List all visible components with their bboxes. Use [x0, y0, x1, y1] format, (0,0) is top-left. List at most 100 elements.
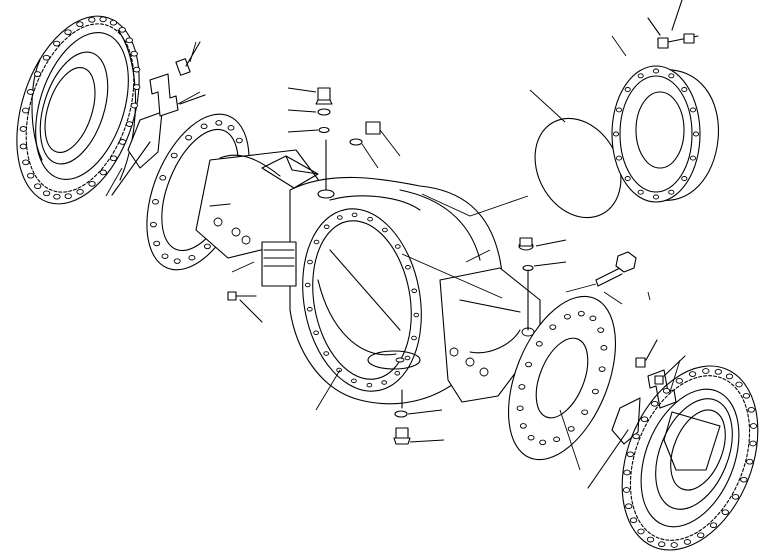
stud	[518, 237, 623, 331]
flange-bolt-hole	[597, 327, 605, 333]
hub-bolt-hole	[26, 89, 35, 95]
hub-bolt-hole	[99, 16, 107, 23]
flange-bolt-hole	[598, 366, 606, 372]
flange-bolt-hole	[577, 310, 585, 317]
flange-bolt-hole	[159, 175, 167, 181]
hub-bolt-hole	[99, 169, 107, 176]
ring-bolt	[323, 351, 330, 356]
hub-bolt-hole	[53, 40, 61, 47]
shims	[111, 111, 641, 489]
cover-bolt-hole	[615, 107, 623, 113]
hub-bolt-hole	[646, 536, 655, 543]
hub-bolt-hole	[109, 155, 118, 162]
cover-bolt-hole	[652, 68, 660, 74]
ring-bolt	[313, 239, 320, 245]
leader-lines	[105, 91, 681, 471]
flange-bolt-hole	[563, 313, 571, 320]
hub-bolt-hole	[632, 433, 640, 440]
hub-bolt-hole	[88, 180, 96, 187]
flange-bolt-hole	[173, 258, 181, 264]
hub-bolt-hole	[133, 84, 141, 90]
hub-bolt-hole	[670, 542, 678, 548]
hub-bolt-hole	[702, 368, 710, 374]
ring-bolt	[405, 265, 411, 270]
hub-bolt-hole	[19, 126, 27, 132]
breather-plug	[189, 41, 401, 169]
hub-bolt-hole	[64, 29, 72, 36]
flange-bolt-hole	[589, 315, 597, 322]
hub-bolt-hole	[118, 26, 126, 33]
hub-bolt-hole	[76, 188, 84, 195]
hub-bolt-hole	[125, 121, 134, 127]
cover-bolt-hole	[652, 194, 660, 200]
flange-bolt-hole	[518, 384, 526, 390]
flange-bolt-hole	[527, 434, 535, 441]
hub-bolt-hole	[42, 190, 51, 197]
hub-bolt-hole	[133, 66, 141, 73]
flange-bolt-hole	[149, 221, 157, 228]
flange-bolt-hole	[539, 439, 547, 446]
hub-bolt-hole	[623, 469, 631, 476]
hub-bolt-hole	[742, 392, 751, 399]
hub-bolt-hole	[683, 539, 692, 545]
hub-bolt-hole	[629, 517, 638, 524]
ring-bolt	[336, 215, 343, 220]
hub-bolt-hole	[658, 541, 666, 548]
flange-bolt-hole	[200, 123, 208, 130]
hub-bolt-hole	[749, 440, 757, 447]
flange-bolt-hole	[549, 324, 557, 330]
hub-bolt-hole	[747, 406, 755, 413]
cover-bolt-hole	[681, 87, 688, 92]
flange-bolt-hole	[581, 409, 589, 415]
ring-bolt	[351, 212, 358, 218]
cover-bolt-hole	[689, 107, 697, 113]
flange-bolt-hole	[516, 405, 524, 411]
cover-bolt-hole	[615, 155, 623, 161]
hub-bolt-hole	[651, 400, 659, 407]
hub-bolt-hole	[27, 172, 35, 179]
hub-bolt-hole	[662, 387, 671, 394]
flange-bolt-hole	[152, 199, 159, 205]
cover-bolt-hole	[681, 176, 688, 181]
flange-bolt-hole	[185, 134, 193, 141]
hub-bolt-hole	[714, 368, 722, 375]
hub-bolt-hole	[42, 54, 51, 61]
ring-bolt	[394, 244, 401, 249]
ring-bolt	[307, 259, 313, 265]
ring-bolt	[404, 355, 411, 361]
hub-bolt-hole	[688, 371, 697, 377]
hub-bolt-hole	[637, 528, 645, 535]
hub-bolt-hole	[749, 423, 758, 429]
flange-bolt-hole	[600, 345, 608, 351]
ring-bolt	[382, 227, 388, 233]
ring-bolt	[313, 330, 319, 335]
ring-bolt	[394, 370, 401, 376]
ring-bolt	[381, 380, 388, 385]
differential-carrier-cover	[611, 35, 720, 203]
hub-bolt-hole	[622, 487, 631, 493]
hub-bolt-hole	[125, 37, 133, 44]
ring-bolt	[413, 312, 420, 318]
hub-bolt-hole	[64, 193, 72, 200]
hub-bolt-hole	[721, 509, 729, 516]
flange-bolt-hole	[161, 253, 169, 259]
hub-bolt-hole	[731, 493, 740, 500]
flange-bolt-hole	[203, 243, 211, 250]
hub-bolt-hole	[88, 16, 96, 23]
hub-bolt-hole	[22, 107, 30, 114]
hub-bolt-hole	[625, 503, 633, 510]
cover-bolt-hole	[637, 189, 644, 195]
hub-bolt-hole	[735, 381, 743, 388]
nut	[615, 251, 651, 301]
cover-bolt-hole	[624, 176, 631, 181]
flange-bolt-hole	[567, 426, 575, 432]
hub-bolt-hole	[76, 21, 84, 28]
flange-bolt-hole	[535, 341, 543, 347]
ring-bolt	[304, 282, 311, 288]
hub-bolt-hole	[19, 143, 27, 150]
right-wheel-hub-with-brake	[621, 365, 759, 551]
hub-bolt-hole	[34, 183, 42, 190]
cover-bolt-hole	[637, 73, 644, 79]
flange-bolt-hole	[591, 388, 599, 395]
